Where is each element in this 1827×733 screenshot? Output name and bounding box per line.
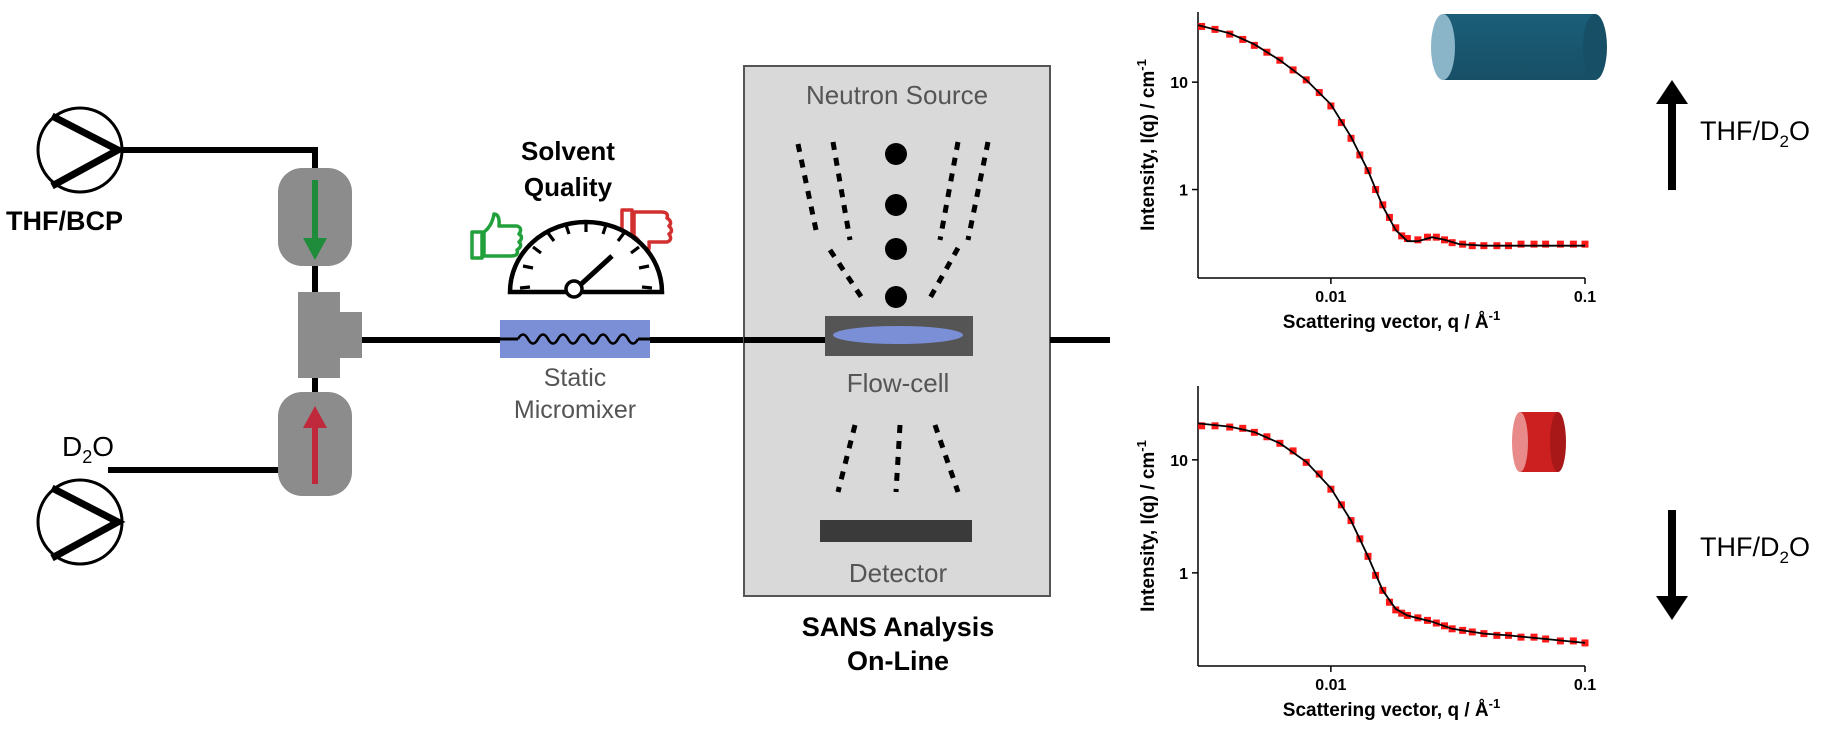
- data-point: [1250, 41, 1258, 49]
- data-point: [1315, 470, 1323, 478]
- y-tick-label: 10: [1170, 453, 1188, 470]
- y-axis-label: Intensity, I(q) / cm-1: [1134, 59, 1159, 231]
- flow-cell-label: Flow-cell: [847, 368, 950, 398]
- data-point: [1581, 240, 1589, 248]
- arrow-down-icon: [1656, 510, 1688, 620]
- data-point: [1392, 224, 1400, 232]
- arrow-up-label: THF/D2O: [1700, 116, 1810, 151]
- flow-cell: [825, 316, 973, 356]
- data-point: [1432, 233, 1440, 241]
- d2o-label: D2O: [62, 431, 114, 467]
- x-axis-label: Scattering vector, q / Å-1: [1283, 696, 1500, 721]
- thumb-up-icon: [470, 212, 524, 260]
- pump-icon: [36, 106, 126, 194]
- sans-instrument: Neutron Source Flow-cell Detector SAN: [743, 65, 1110, 676]
- gauge-icon: [507, 219, 665, 299]
- x-tick-label: 0.01: [1315, 289, 1346, 306]
- data-point: [1423, 233, 1431, 241]
- arrow-up-icon: [1656, 80, 1688, 190]
- micromixer-label-line2: Micromixer: [514, 396, 636, 424]
- pump-icon: [36, 478, 126, 566]
- y-tick-label: 10: [1170, 75, 1188, 92]
- x-axis-label: Scattering vector, q / Å-1: [1283, 308, 1500, 333]
- check-valve-top: [278, 168, 352, 266]
- cylinder-icon: [1512, 412, 1566, 472]
- sans-label-line2: On-Line: [847, 646, 949, 676]
- fit-line: [1197, 422, 1586, 644]
- cylinder-icon: [1431, 14, 1607, 80]
- detector: [820, 520, 972, 542]
- data-point: [1581, 639, 1589, 647]
- data-point: [1385, 598, 1393, 606]
- flow-system: THF/BCP D2O: [6, 106, 1110, 566]
- solvent-quality-line1: Solvent: [521, 136, 615, 166]
- check-valve-bottom: [278, 392, 352, 496]
- data-point: [1239, 424, 1247, 432]
- solvent-quality: Solvent Quality: [470, 136, 674, 299]
- beam-rays: [795, 141, 991, 300]
- neutron-source-label: Neutron Source: [806, 80, 988, 110]
- thf-bcp-label: THF/BCP: [6, 206, 123, 236]
- arrow-down-label: THF/D2O: [1700, 532, 1810, 567]
- scatter-rays: [835, 424, 961, 493]
- y-tick-label: 1: [1179, 183, 1188, 200]
- data-point: [1556, 240, 1564, 248]
- data-point: [1289, 447, 1297, 455]
- data-point: [1530, 240, 1538, 248]
- data-point: [1542, 240, 1550, 248]
- data-point: [1198, 422, 1206, 430]
- solvent-quality-line2: Quality: [524, 172, 613, 202]
- micromixer-label-line1: Static: [544, 364, 607, 392]
- x-tick-label: 0.1: [1574, 677, 1596, 694]
- data-point: [1414, 236, 1422, 244]
- fit-line: [1197, 24, 1585, 247]
- data-point: [1517, 240, 1525, 248]
- neutron-beam: [885, 143, 907, 308]
- x-tick-label: 0.1: [1574, 289, 1596, 306]
- sans-label-line1: SANS Analysis: [802, 612, 995, 642]
- y-tick-label: 1: [1179, 566, 1188, 583]
- t-junction: [298, 292, 362, 378]
- x-tick-label: 0.01: [1315, 677, 1346, 694]
- data-point: [1403, 234, 1411, 242]
- data-point: [1569, 240, 1577, 248]
- detector-label: Detector: [849, 558, 948, 588]
- static-micromixer: Static Micromixer: [500, 320, 650, 424]
- y-axis-label: Intensity, I(q) / cm-1: [1134, 440, 1159, 612]
